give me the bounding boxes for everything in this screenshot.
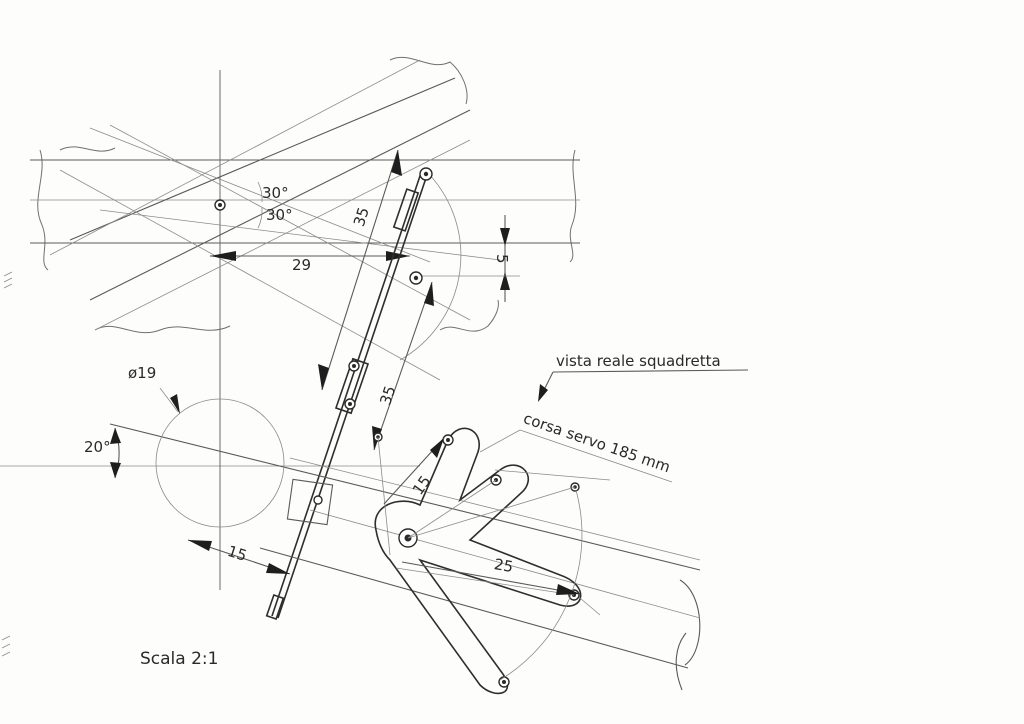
angle-20 bbox=[110, 427, 121, 479]
real-view-callout bbox=[538, 369, 749, 402]
dimension-25 bbox=[401, 561, 581, 595]
servo-travel-callout bbox=[479, 429, 673, 483]
diameter-19-label: ø19 bbox=[128, 364, 156, 382]
control-horn bbox=[374, 427, 582, 695]
horn-hole-bottom bbox=[498, 676, 510, 688]
rod-end-top bbox=[419, 167, 433, 181]
dimension-25-label: 25 bbox=[493, 555, 515, 576]
margin-marks bbox=[1, 271, 13, 657]
horn-construction-lines bbox=[377, 436, 611, 681]
dimension-15-horn bbox=[383, 437, 445, 505]
lower-tube bbox=[109, 423, 701, 691]
dimension-35-upper-label: 35 bbox=[350, 205, 373, 229]
dimension-35-lower bbox=[372, 281, 434, 451]
dimension-35-lower-label: 35 bbox=[376, 384, 399, 408]
upper-section-outline bbox=[37, 56, 577, 334]
horn-swing-arc bbox=[399, 169, 462, 361]
dimension-15-bottom-label: 15 bbox=[225, 542, 249, 565]
pushrod bbox=[265, 169, 429, 621]
dimension-35-upper bbox=[318, 149, 402, 391]
servo-travel-label: corsa servo 185 mm bbox=[521, 409, 672, 476]
angle-30-top-label: 30° bbox=[262, 184, 289, 202]
slanted-structure-lines bbox=[49, 59, 501, 381]
dimension-29-label: 29 bbox=[292, 256, 311, 274]
angle-30-bottom-label: 30° bbox=[266, 206, 293, 224]
rod-clevis-a bbox=[348, 360, 360, 372]
dimension-5-label: 5 bbox=[493, 254, 511, 264]
angle-20-label: 20° bbox=[84, 438, 111, 456]
rod-end-mid bbox=[409, 271, 423, 285]
dimension-15-bottom bbox=[187, 539, 291, 575]
horizontal-reference-lines bbox=[0, 159, 580, 467]
dimension-5 bbox=[420, 215, 520, 302]
rod-clevis-b bbox=[344, 398, 356, 410]
diameter-19-circle bbox=[155, 387, 285, 528]
scale-label: Scala 2:1 bbox=[140, 649, 218, 669]
horn-hole-top bbox=[442, 434, 454, 446]
real-view-label: vista reale squadretta bbox=[556, 352, 721, 370]
upper-pivot bbox=[214, 181, 263, 229]
clamp-pivot bbox=[313, 495, 323, 505]
clamp-block bbox=[286, 478, 334, 526]
dimension-15-horn-label: 15 bbox=[409, 472, 435, 498]
